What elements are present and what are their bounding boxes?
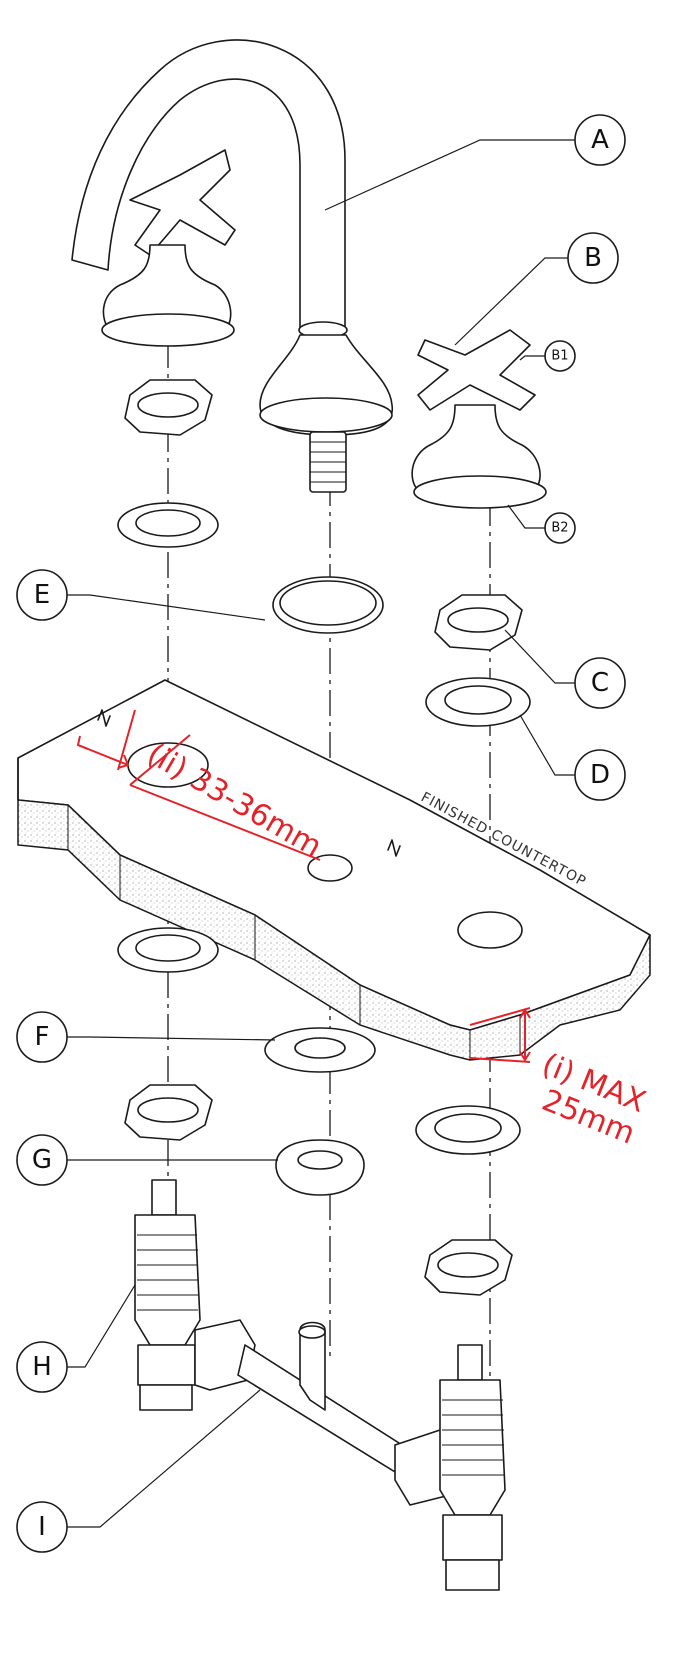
svg-text:B2: B2 bbox=[551, 521, 568, 536]
callout-b1: B1 bbox=[544, 340, 576, 372]
svg-text:D: D bbox=[590, 760, 610, 790]
callouts: A B B1 B2 C D E F G H I bbox=[16, 114, 626, 1553]
upper-hardware bbox=[117, 379, 531, 727]
svg-text:C: C bbox=[591, 668, 609, 698]
svg-text:G: G bbox=[32, 1145, 52, 1175]
lower-hardware bbox=[117, 927, 521, 1296]
callout-g: G bbox=[16, 1134, 68, 1186]
right-valve-lower bbox=[442, 1514, 503, 1561]
right-stem bbox=[457, 1344, 483, 1381]
left-handle bbox=[101, 149, 236, 347]
svg-text:B: B bbox=[584, 243, 602, 273]
callout-b: B bbox=[567, 232, 619, 284]
left-cross-handle bbox=[129, 149, 236, 256]
callout-h: H bbox=[16, 1341, 68, 1393]
callout-f: F bbox=[16, 1011, 68, 1063]
leader-lines bbox=[67, 139, 575, 1528]
callout-c: C bbox=[574, 657, 626, 709]
right-handle bbox=[411, 329, 547, 509]
svg-text:F: F bbox=[35, 1022, 50, 1052]
spout-hole bbox=[307, 854, 353, 882]
break-mark-right bbox=[387, 839, 401, 857]
callout-a: A bbox=[574, 114, 626, 166]
callout-i: I bbox=[16, 1501, 68, 1553]
countertop: FINISHED COUNTERTOP bbox=[17, 679, 651, 1061]
left-stem bbox=[151, 1179, 177, 1216]
left-valve-lower bbox=[137, 1344, 196, 1386]
spout bbox=[71, 39, 394, 493]
callout-b2: B2 bbox=[544, 512, 576, 544]
spout-body bbox=[71, 39, 346, 331]
svg-text:E: E bbox=[34, 580, 50, 610]
svg-text:I: I bbox=[38, 1512, 46, 1542]
right-cross-handle bbox=[417, 329, 536, 411]
svg-text:H: H bbox=[32, 1352, 52, 1382]
callout-e: E bbox=[16, 569, 68, 621]
svg-text:B1: B1 bbox=[551, 349, 568, 364]
break-mark-left bbox=[97, 709, 111, 727]
svg-text:A: A bbox=[591, 125, 609, 155]
right-tap-hole bbox=[457, 911, 523, 949]
callout-d: D bbox=[574, 749, 626, 801]
valve-assembly bbox=[134, 1179, 506, 1591]
